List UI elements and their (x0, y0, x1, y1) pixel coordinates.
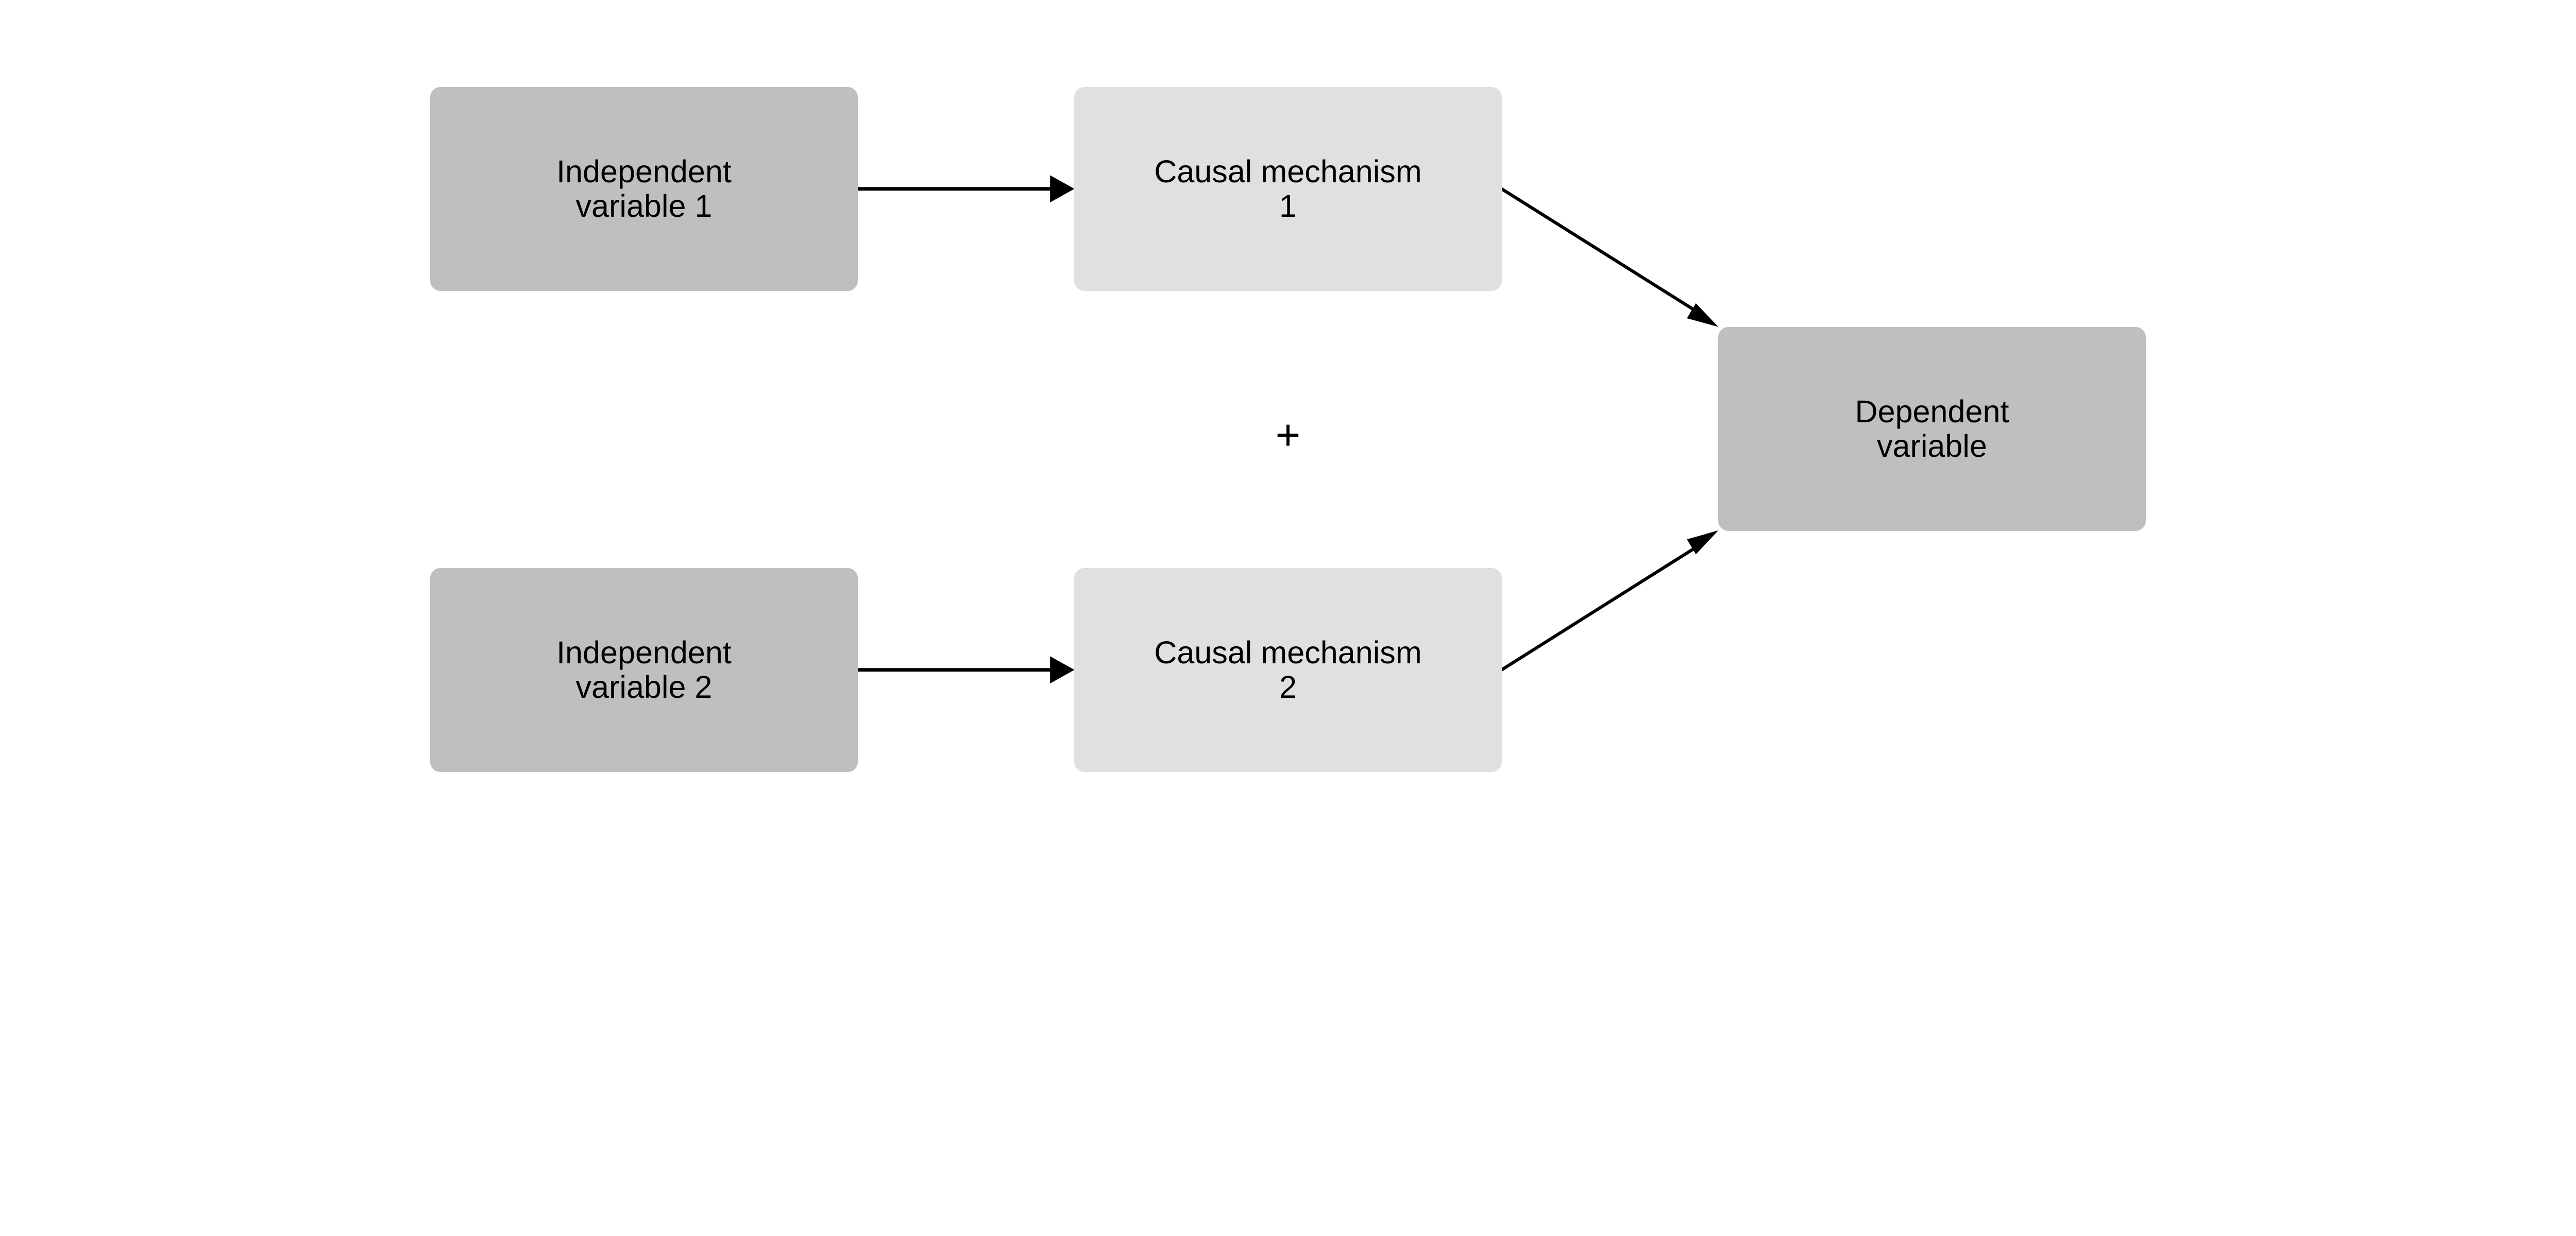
causal-diagram: Independent variable 1 Causal mechanism … (430, 87, 2146, 772)
node-label-line2: variable (1876, 428, 1987, 464)
node-label-line1: Dependent (1855, 394, 2009, 430)
node-causal-mechanism-2: Causal mechanism 2 (1074, 568, 1502, 772)
arrowhead-iv1-cm1 (1050, 175, 1075, 203)
arrows-layer (857, 175, 1719, 684)
arrow-cm1-to-dv (1500, 187, 1704, 317)
node-label-line2: variable 1 (575, 188, 713, 224)
arrowhead-iv2-cm2 (1050, 656, 1075, 684)
arrowhead-cm1-dv (1687, 303, 1719, 327)
node-label-line2: 1 (1279, 188, 1297, 224)
node-dependent-variable: Dependent variable (1718, 327, 2146, 531)
node-label-line1: Causal mechanism (1154, 635, 1422, 671)
node-label-line1: Independent (556, 635, 732, 671)
node-independent-variable-1: Independent variable 1 (430, 87, 858, 291)
node-label-line1: Independent (556, 154, 732, 190)
plus-operator: + (1275, 410, 1301, 459)
node-independent-variable-2: Independent variable 2 (430, 568, 858, 772)
arrow-cm2-to-dv (1500, 541, 1704, 672)
arrowhead-cm2-dv (1687, 530, 1719, 555)
node-label-line1: Causal mechanism (1154, 154, 1422, 190)
node-label-line2: variable 2 (575, 669, 713, 705)
node-causal-mechanism-1: Causal mechanism 1 (1074, 87, 1502, 291)
node-label-line2: 2 (1279, 669, 1297, 705)
